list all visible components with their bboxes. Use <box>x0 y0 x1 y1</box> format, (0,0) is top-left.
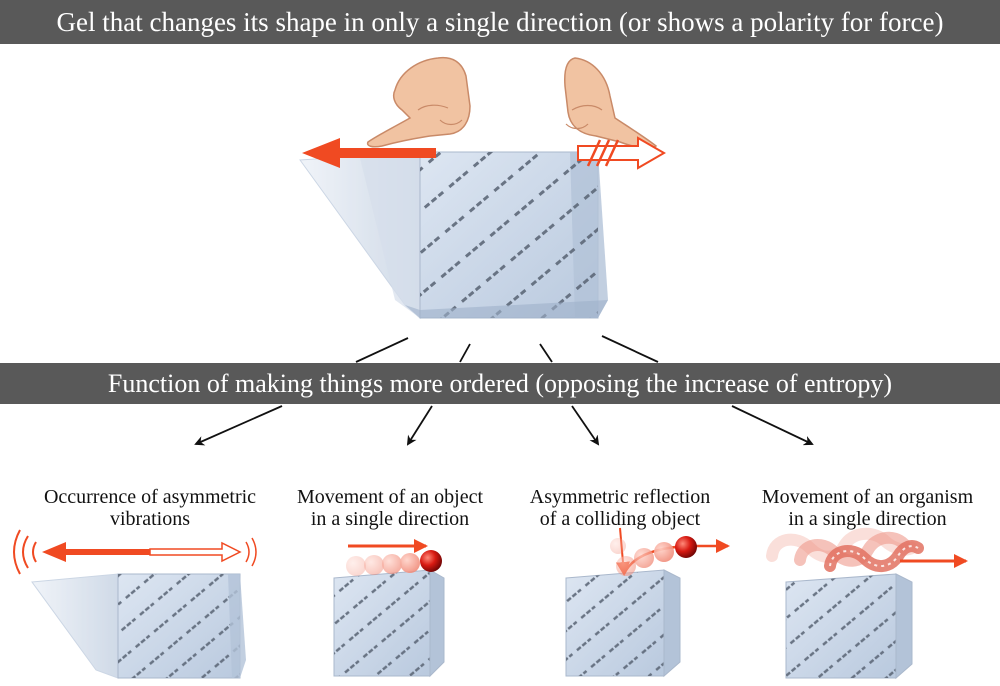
vibration-arrow-icon <box>42 541 242 563</box>
left-hand-icon <box>366 56 471 148</box>
caption-asymmetric-reflection: Asymmetric reflection of a colliding obj… <box>529 486 711 530</box>
middle-banner-title: Function of making things more ordered (… <box>107 369 893 398</box>
organism-icon <box>766 527 924 572</box>
caption-asymmetric-vibrations: Occurrence of asymmetric vibrations <box>43 486 257 530</box>
top-banner-title: Gel that changes its shape in only a sin… <box>56 7 944 37</box>
vibration-waves-icon <box>13 529 257 575</box>
push-arrow-left-icon <box>302 138 436 168</box>
top-banner: Gel that changes its shape in only a sin… <box>0 0 1000 44</box>
caption-object-movement: Movement of an object in a single direct… <box>296 486 484 530</box>
arrows-to-banner <box>355 335 659 363</box>
gel-block-vibration <box>31 573 246 679</box>
blocked-arrow-right-icon <box>577 136 667 170</box>
red-ball-reflect-icon <box>610 536 697 576</box>
gel-block-organism <box>785 573 913 680</box>
reflection-path-icon <box>615 527 730 576</box>
right-hand-icon <box>564 57 658 149</box>
arrows-to-functions <box>194 405 814 446</box>
gel-block-object <box>333 569 445 678</box>
red-ball-icon <box>346 550 442 576</box>
gel-block-reflection <box>565 569 681 678</box>
caption-organism-movement: Movement of an organism in a single dire… <box>761 486 974 530</box>
middle-banner: Function of making things more ordered (… <box>0 363 1000 404</box>
main-gel-block <box>299 151 608 320</box>
